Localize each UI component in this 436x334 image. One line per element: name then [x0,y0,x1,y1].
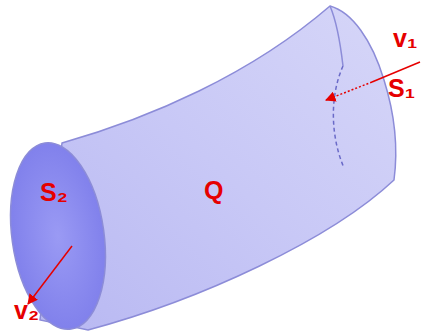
section-label: S₁ [388,76,415,101]
velocity-label: v₂ [14,298,39,323]
velocity-arrow-hidden [326,82,372,100]
rim-s1 [330,6,343,66]
velocity-label: v₁ [393,26,417,51]
section-s1 [333,66,344,168]
velocity-arrow [28,246,72,304]
flow-label: Q [204,178,223,203]
section-s2 [0,137,117,334]
section-label: S₂ [40,180,68,205]
